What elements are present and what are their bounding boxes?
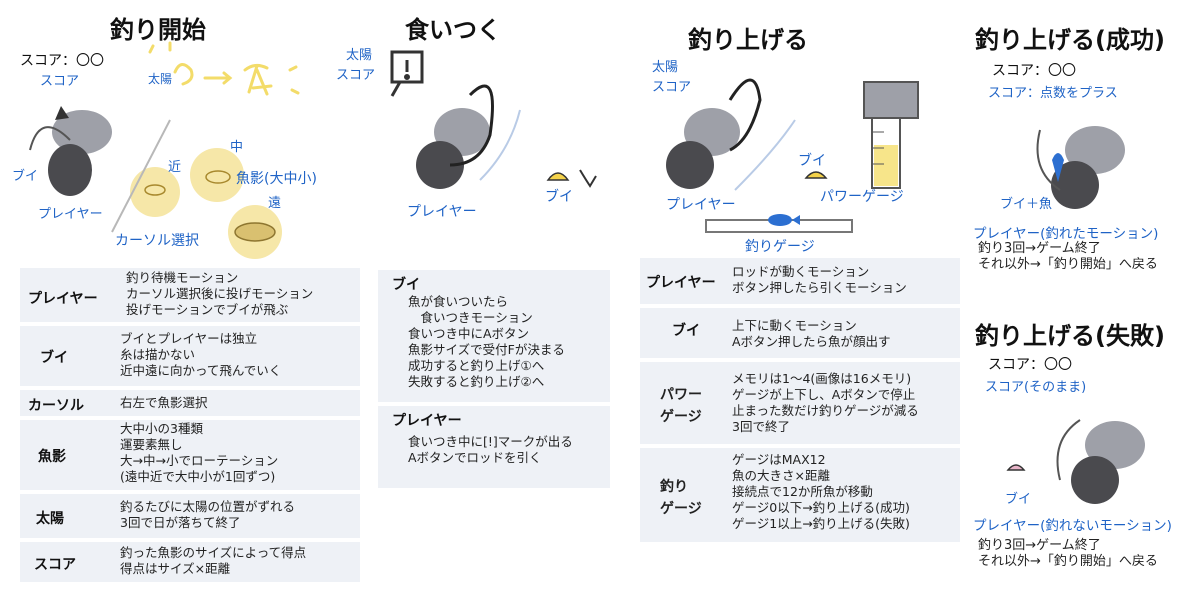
col3-row-player-label: プレイヤー [646,275,716,291]
col4-success-text: 釣り3回→ゲーム終了 それ以外→「釣り開始」へ戻る [978,241,1158,272]
col1-row-sun-label: 太陽 [36,511,64,527]
col1-score-label: スコア [40,74,80,89]
col3-row-player [640,258,960,304]
buoy-bite-icon [546,172,570,181]
col1-sun-label: 太陽 [148,72,173,86]
col3-row-buoy [640,308,960,358]
col4-success-buoy-fish: ブイ＋魚 [1000,197,1053,212]
player-reel-sketch [666,78,796,191]
col1-row-fish-shadow-text: 大中小の3種類 運要素無し 大→中→小でローテーション (遠中近で大中小が1回ず… [120,421,279,484]
col1-row-score-text: 釣った魚影のサイズによって得点 得点はサイズ×距離 [120,545,307,576]
col3-row-fishing-gauge-text: ゲージはMAX12 魚の大きさ×距離 接続点で12か所魚が移動 ゲージ0以下→釣… [732,452,910,531]
power-gauge-sketch [863,81,919,189]
col4-fail-score: スコア：〇〇 [988,357,1072,373]
col2-title: 食いつく [405,16,501,44]
player-fail-sketch [1056,419,1145,504]
col2-player-heading: プレイヤー [392,413,462,429]
water-line [111,119,171,233]
col1-row-buoy-label: ブイ [40,350,68,366]
col3-fishing-gauge-label: 釣りゲージ [745,239,815,255]
col4-fail-text: 釣り3回→ゲーム終了 それ以外→「釣り開始」へ戻る [978,538,1158,569]
col1-mid-label: 中 [230,140,244,155]
col1-row-fish-shadow [20,420,360,490]
col1-fish-shadow-label: 魚影(大中小) [236,171,317,187]
col3-row-fishing-gauge [640,448,960,542]
col3-row-power-gauge [640,362,960,444]
col1-row-player [20,268,360,322]
col4-fail-player-label: プレイヤー(釣れないモーション) [973,518,1172,534]
col4-success-player-label: プレイヤー(釣れたモーション) [973,226,1159,242]
buoy-fail-icon [1006,464,1026,471]
col1-row-buoy [20,326,360,386]
col2-sun-label: 太陽 [346,48,373,63]
col1-score-line: スコア：〇〇 [20,53,104,69]
col2-buoy-label: ブイ [545,189,573,205]
col3-row-buoy-label: ブイ [672,323,700,339]
col1-row-cursor-label: カーソル [28,398,84,414]
col3-row-power-gauge-text: メモリは1～4(画像は16メモリ) ゲージが上下し、Aボタンで停止 止まった数だ… [732,371,919,434]
sun-sketch [148,41,300,96]
col1-row-score-label: スコア [34,557,76,573]
col1-row-buoy-text: ブイとプレイヤーは独立 糸は描かない 近中遠に向かって飛んでいく [120,331,282,378]
col1-row-cursor-text: 右左で魚影選択 [120,395,208,410]
col4-success-score: スコア：〇〇 [992,63,1076,79]
col1-title: 釣り開始 [110,16,206,44]
col3-power-gauge-label: パワーゲージ [820,189,904,205]
col2-score-label: スコア [336,68,376,83]
col1-row-sun-text: 釣るたびに太陽の位置がずれる 3回で日が落ちて終了 [120,499,296,530]
fish-medium-icon [205,170,231,184]
col1-cursor-label: カーソル選択 [115,233,199,249]
col3-player-label: プレイヤー [666,197,736,213]
fish-large-icon [234,222,276,242]
col2-buoy-panel [378,270,610,402]
col3-row-buoy-text: 上下に動くモーション Aボタン押したら魚が顔出す [732,318,891,349]
player-success-sketch [1036,126,1125,209]
col3-row-fishing-gauge-label: 釣り ゲージ [660,479,702,517]
col3-sun-label: 太陽 [652,60,679,75]
col1-row-cursor [20,390,360,416]
col2-player-text: 食いつき中に[!]マークが出る Aボタンでロッドを引く [408,434,573,465]
fish-shadow-mid [190,148,244,202]
col1-row-sun [20,494,360,538]
fishing-gauge-sketch [705,214,853,233]
col3-buoy-label: ブイ [798,153,826,169]
col4-success-score-note: スコア：点数をプラス [988,86,1118,101]
col4-fail-title: 釣り上げる(失敗) [975,322,1165,350]
col1-far-label: 遠 [268,196,282,211]
col1-row-score [20,542,360,582]
col4-fail-buoy-label: ブイ [1005,492,1032,507]
col1-row-player-label: プレイヤー [28,291,98,307]
exclamation-mark-icon [390,50,424,97]
down-arrow-icon [579,169,597,188]
col3-row-power-gauge-label: パワー ゲージ [660,387,702,425]
col2-player-label: プレイヤー [407,204,477,220]
col3-title: 釣り上げる [688,26,808,54]
col3-row-player-text: ロッドが動くモーション ボタン押したら引くモーション [732,264,907,295]
fish-small-icon [144,184,166,196]
col1-buoy-label: ブイ [12,169,39,184]
player-bite-sketch [416,84,521,189]
col2-player-panel [378,406,610,488]
buoy-reel-icon [804,171,828,179]
col1-row-player-text: 釣り待機モーション カーソル選択後に投げモーション 投げモーションでブイが飛ぶ [126,270,314,317]
col1-player-label: プレイヤー [38,207,103,222]
player-sketch [29,106,112,196]
col4-success-title: 釣り上げる(成功) [975,26,1165,54]
col3-score-label: スコア [652,80,692,95]
col2-buoy-text: 魚が食いついたら 食いつきモーション 食いつき中にAボタン 魚影サイズで受付Fが… [408,294,565,389]
col4-fail-score-note: スコア(そのまま) [985,380,1087,395]
col1-row-fish-shadow-label: 魚影 [38,449,66,465]
col2-buoy-heading: ブイ [392,277,420,293]
col1-near-label: 近 [168,160,182,175]
fish-shadow-near [130,167,180,217]
